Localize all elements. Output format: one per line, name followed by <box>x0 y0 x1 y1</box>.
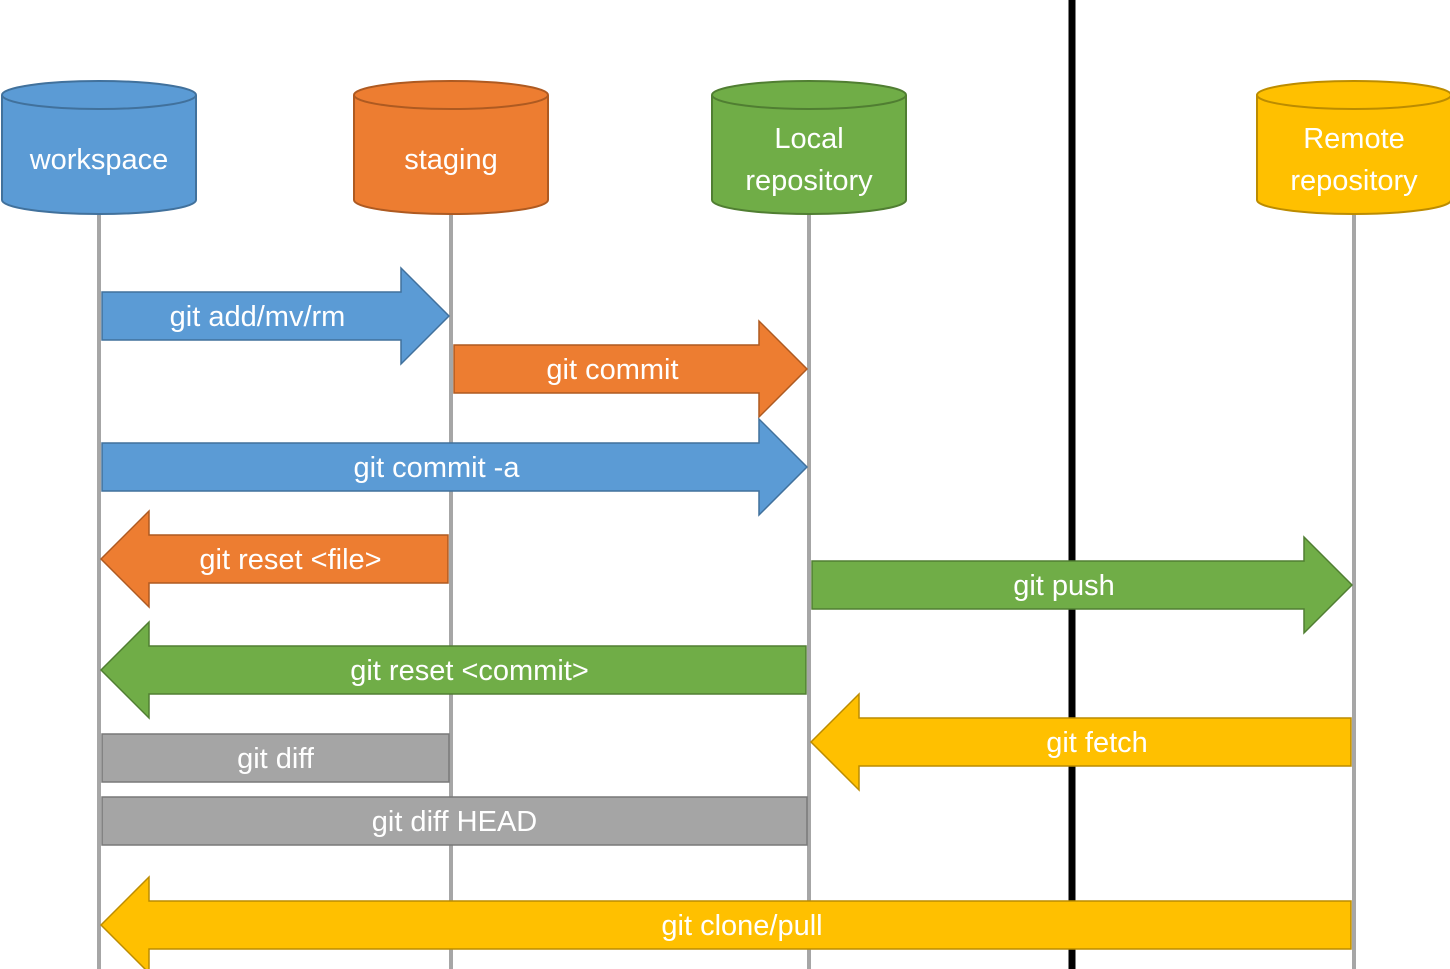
cylinder-icon <box>353 80 549 215</box>
arrow-shape <box>99 875 1352 969</box>
arrow-shape <box>99 509 449 609</box>
command-4: git push <box>811 535 1354 635</box>
bar-shape <box>101 796 808 846</box>
store-label: Local <box>774 123 843 155</box>
command-label: git diff <box>237 743 315 775</box>
cylinder-rim <box>353 94 549 110</box>
store-remote: Remote repository <box>1256 80 1450 215</box>
command-9: git clone/pull <box>99 875 1352 969</box>
cylinder-rim <box>1256 94 1450 110</box>
command-label: git clone/pull <box>661 910 822 942</box>
store-label: Remote <box>1303 123 1405 155</box>
bar-shape <box>101 733 450 783</box>
store-label: repository <box>745 165 873 197</box>
cylinder-rim <box>711 94 907 110</box>
arrow-shape <box>101 417 809 517</box>
command-label: git reset <commit> <box>350 655 589 687</box>
store-staging: staging <box>353 80 549 215</box>
cylinder-rim <box>1 94 197 110</box>
command-label: git commit <box>546 354 678 386</box>
arrow-shape <box>99 620 807 720</box>
command-label: git add/mv/rm <box>170 301 346 333</box>
cylinder-icon <box>1 80 197 215</box>
arrow-shape <box>811 535 1354 635</box>
command-label: git commit -a <box>354 452 521 484</box>
command-0: git add/mv/rm <box>101 266 451 366</box>
storage-locations: workspace staging Local repository Remote rep… <box>1 80 1450 215</box>
command-8: git diff HEAD <box>101 796 808 846</box>
store-workspace: workspace <box>1 80 197 215</box>
command-label: git diff HEAD <box>372 806 537 838</box>
store-label: workspace <box>29 144 169 176</box>
git-commands: git add/mv/rm git commit git commit -a git … <box>99 266 1354 969</box>
command-3: git reset <file> <box>99 509 449 609</box>
arrow-shape <box>453 319 809 419</box>
command-7: git diff <box>101 733 450 783</box>
command-label: git push <box>1013 570 1115 602</box>
arrow-shape <box>809 692 1352 792</box>
command-2: git commit -a <box>101 417 809 517</box>
store-local: Local repository <box>711 80 907 215</box>
arrow-shape <box>101 266 451 366</box>
cylinder-icon <box>1256 80 1450 215</box>
command-label: git fetch <box>1046 727 1148 759</box>
command-label: git reset <file> <box>199 544 381 576</box>
command-1: git commit <box>453 319 809 419</box>
cylinder-icon <box>711 80 907 215</box>
command-6: git fetch <box>809 692 1352 792</box>
store-label: repository <box>1290 165 1418 197</box>
command-5: git reset <commit> <box>99 620 807 720</box>
store-label: staging <box>404 144 498 176</box>
